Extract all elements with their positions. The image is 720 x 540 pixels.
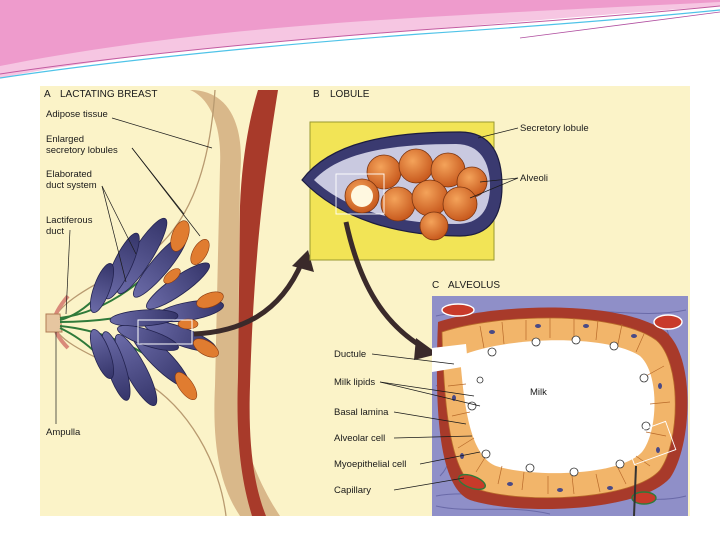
- label-enlarged-line1: Enlarged: [46, 134, 84, 145]
- header-line-cyan: [0, 9, 720, 79]
- alveolus-lumen: [460, 340, 655, 474]
- label-milk: Milk: [530, 387, 547, 398]
- panel-c: C ALVEOLUS: [334, 280, 688, 516]
- breast-anatomy-figure: A LACTATING BREAST Adipose tissue Enlarg…: [40, 86, 690, 516]
- figure-drawing: A LACTATING BREAST Adipose tissue Enlarg…: [44, 89, 688, 516]
- label-lactiferous-line2: duct: [46, 226, 64, 237]
- label-elaborated-line1: Elaborated: [46, 169, 92, 180]
- arrow-b-to-c: [343, 221, 426, 351]
- panel-c-leaders: [371, 353, 481, 491]
- label-capillary: Capillary: [334, 485, 371, 496]
- panel-c-letter: C: [432, 280, 439, 291]
- header-line-thin: [519, 11, 720, 39]
- panel-c-title: ALVEOLUS: [448, 280, 500, 291]
- capillaries: [441, 303, 683, 505]
- header-line-magenta: [0, 5, 720, 75]
- cell-nuclei: [452, 324, 662, 492]
- label-myoepithelial-cell: Myoepithelial cell: [334, 459, 406, 470]
- alveolus-highlight-box: [335, 173, 385, 215]
- panel-a-leaders: [55, 117, 213, 424]
- panel-a-title: LACTATING BREAST: [60, 89, 157, 100]
- pectoral-muscle: [237, 90, 278, 516]
- lobule-highlight-box: [137, 319, 193, 345]
- header-swoosh-pink: [0, 0, 720, 66]
- label-secretory-lobule: Secretory lobule: [520, 123, 589, 134]
- panel-a-letter: A: [44, 89, 51, 100]
- arrow-a-to-b-head: [292, 250, 314, 272]
- label-adipose-tissue: Adipose tissue: [46, 109, 108, 120]
- capillary-stem: [633, 465, 637, 516]
- cell-highlight-box: [623, 420, 677, 466]
- slide-header-decoration: [0, 0, 720, 79]
- label-ductule: Ductule: [334, 349, 366, 360]
- secretory-lobules: [163, 220, 224, 401]
- panel-b-letter: B: [313, 89, 320, 100]
- label-lactiferous-line1: Lactiferous: [46, 215, 93, 226]
- label-alveolar-cell: Alveolar cell: [334, 433, 385, 444]
- label-ampulla: Ampulla: [46, 427, 81, 438]
- cut-alveolus-lumen: [351, 185, 373, 207]
- label-milk-lipids: Milk lipids: [334, 377, 375, 388]
- panel-b-leaders: [469, 127, 519, 199]
- nipple: [45, 313, 63, 333]
- label-elaborated-line2: duct system: [46, 180, 97, 191]
- label-enlarged-line2: secretory lobules: [46, 145, 118, 156]
- panel-a: A LACTATING BREAST Adipose tissue Enlarg…: [44, 89, 280, 516]
- ductule-opening: [432, 344, 468, 372]
- chest-wall: [190, 90, 280, 516]
- panel-b: B LOBULE Secretory lobule Alveoli: [301, 89, 589, 261]
- panel-b-title: LOBULE: [330, 89, 370, 100]
- arrow-a-to-b: [193, 261, 305, 337]
- label-alveoli: Alveoli: [520, 173, 548, 184]
- cell-dividers: [447, 318, 671, 495]
- label-basal-lamina: Basal lamina: [334, 407, 389, 418]
